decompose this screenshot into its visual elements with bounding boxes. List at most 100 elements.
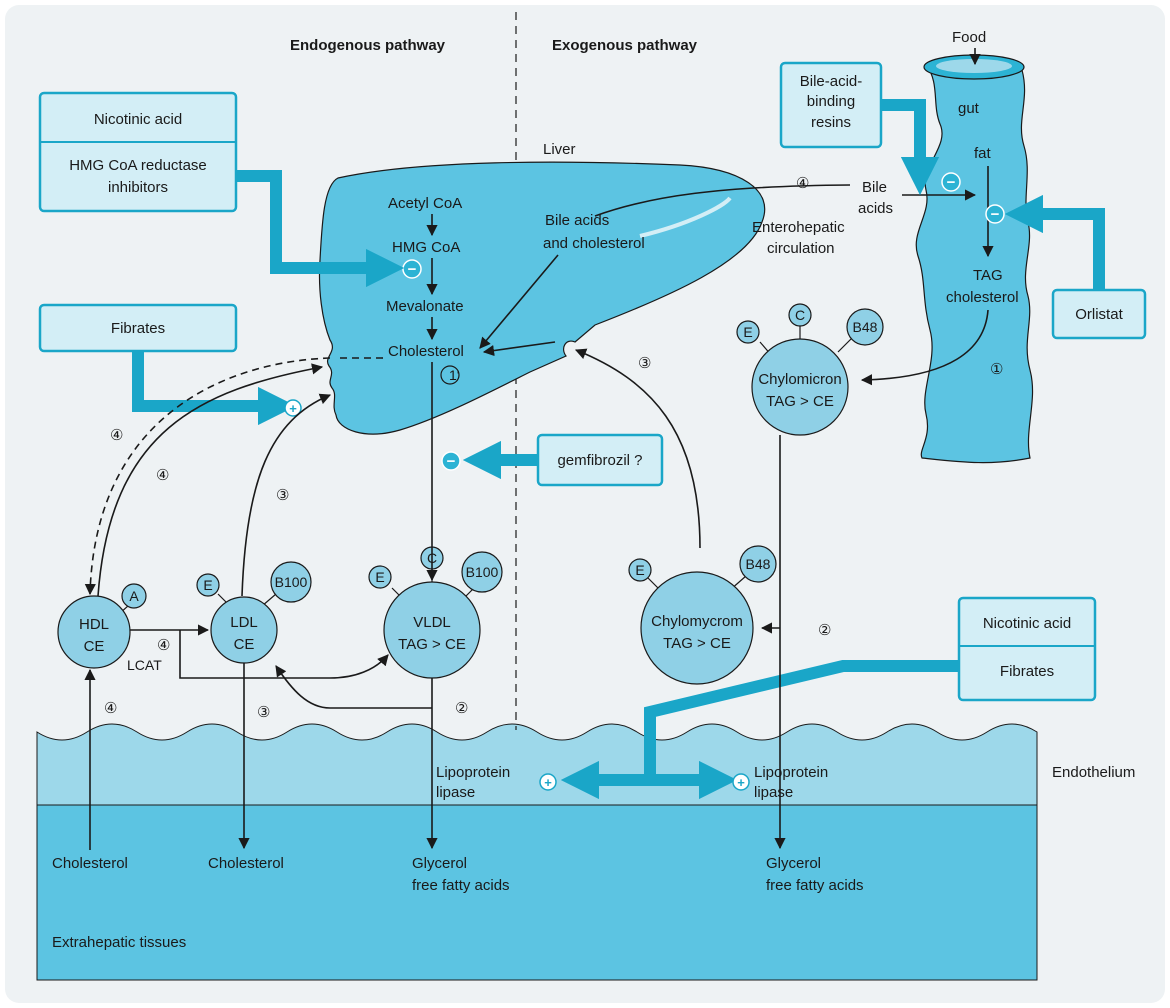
endothelium-layer <box>36 723 1038 806</box>
fibrates-stimulation-arrow <box>132 351 297 426</box>
gemfibrozil-minus-glyph: − <box>447 453 456 470</box>
vldl-apo-e <box>368 565 392 589</box>
hmg-coa-label: HMG CoA <box>392 239 460 256</box>
hdl-to-liver-arrow <box>97 363 324 597</box>
chylomicron-apo-c <box>788 303 812 327</box>
fibrates-plus-glyph: + <box>289 401 297 416</box>
bile-acids-liver-label-2: and cholesterol <box>543 235 645 252</box>
ldl-ce-label: CE <box>234 636 255 653</box>
lipase-stimulation-line <box>644 660 959 780</box>
exogenous-heading: Exogenous pathway <box>552 37 698 54</box>
vldl-tag-label: TAG > CE <box>398 636 466 653</box>
step-1-gut: ① <box>990 361 1003 378</box>
step-3-remnant: ③ <box>638 355 651 372</box>
ldl-apo-e <box>196 573 220 597</box>
nicotinic-hmg-drug-box <box>38 91 238 213</box>
ldl-to-liver-arrow <box>241 393 332 597</box>
gut-tag-label: TAG <box>973 267 1003 284</box>
nicotinic-acid-label-top: Nicotinic acid <box>94 111 182 128</box>
step-2-chylomicron: ② <box>818 622 831 639</box>
step-4-lcat: ④ <box>157 637 170 654</box>
cholesterol-ldl-target-label: Cholesterol <box>208 855 284 872</box>
step-4-hdl-liver: ④ <box>156 467 169 484</box>
hdl-label: HDL <box>79 616 109 633</box>
lipoprotein-lipase-right-1: Lipoprotein <box>754 764 828 781</box>
remnant-to-liver-arrow <box>574 348 701 549</box>
hdl-apo-a <box>121 583 147 609</box>
lipoprotein-lipase-left-2: lipase <box>436 784 475 801</box>
bile-resins-inhibition-arrow <box>881 99 940 196</box>
lipase-left-plus-sign <box>539 773 557 791</box>
chylomicron-apo-b48 <box>846 308 884 346</box>
hmg-minus-glyph: − <box>408 261 417 278</box>
lipase-left-plus-glyph: + <box>544 775 552 790</box>
vldl-to-ldl-arrow <box>275 665 432 709</box>
nicotinic-hmg-inhibition-arrow <box>236 170 405 288</box>
lcat-transfer-arrow <box>179 630 389 679</box>
bile-acids-to-cholesterol-arrow <box>479 254 559 349</box>
step-4-dashed: ④ <box>110 427 123 444</box>
bile-resins-minus-glyph: − <box>947 174 956 191</box>
gemfibrozil-minus-sign <box>441 451 461 471</box>
nicotinic-fibrates-drug-box <box>957 596 1097 702</box>
glycerol-left-label-2: free fatty acids <box>412 877 510 894</box>
liver-label: Liver <box>543 141 576 158</box>
bile-label: Bile <box>862 179 887 196</box>
step-4-enterohepatic: ④ <box>796 175 809 192</box>
enterohepatic-label: Enterohepatic <box>752 219 845 236</box>
liver-to-hdl-dashed-arrow <box>84 357 331 596</box>
step-3-ldl-tissue: ③ <box>257 704 270 721</box>
lipoprotein-lipase-right-2: lipase <box>754 784 793 801</box>
glycerol-right-label-2: free fatty acids <box>766 877 864 894</box>
fibrates-left-label: Fibrates <box>111 320 165 337</box>
orlistat-inhibition-arrow <box>1004 194 1105 290</box>
extrahepatic-tissues-label: Extrahepatic tissues <box>52 934 186 951</box>
chylomicron-apo-c-label: C <box>795 307 805 323</box>
chylomicron-apo-e-label: E <box>743 324 752 340</box>
liver-highlight <box>639 196 732 238</box>
fibrates-plus-sign <box>284 399 302 417</box>
chylomicron-particle <box>751 338 849 436</box>
lipoprotein-lipase-left-1: Lipoprotein <box>436 764 510 781</box>
acetyl-coa-label: Acetyl CoA <box>388 195 462 212</box>
bile-acids-liver-label: Bile acids <box>545 212 609 229</box>
glycerol-right-label-1: Glycerol <box>766 855 821 872</box>
vldl-apo-b100-label: B100 <box>466 564 499 580</box>
endogenous-heading: Endogenous pathway <box>290 37 446 54</box>
recycled-bile-to-cholesterol-arrow <box>482 341 556 357</box>
cholesterol-hdl-source-label: Cholesterol <box>52 855 128 872</box>
orlistat-minus-glyph: − <box>991 206 1000 223</box>
bile-resins-label-2: binding <box>807 93 855 110</box>
step-4-tissue-hdl: ④ <box>104 700 117 717</box>
step-2-vldl: ② <box>455 700 468 717</box>
endothelium-label: Endothelium <box>1052 764 1135 781</box>
vldl-apo-b100 <box>461 551 503 593</box>
bile-resins-label-3: resins <box>811 114 851 131</box>
mevalonate-label: Mevalonate <box>386 298 464 315</box>
gemfibrozil-label: gemfibrozil ? <box>557 452 642 469</box>
chylomycrom-label: Chylomycrom <box>651 613 743 630</box>
hdl-apo-a-label: A <box>129 588 139 604</box>
ldl-apo-b100 <box>270 561 312 603</box>
orlistat-label: Orlistat <box>1075 306 1123 323</box>
circulation-label: circulation <box>767 240 835 257</box>
lipase-right-plus-sign <box>732 773 750 791</box>
lcat-label: LCAT <box>127 657 162 673</box>
liver-cholesterol-label: Cholesterol <box>388 343 464 360</box>
acids-label: acids <box>858 200 893 217</box>
chylomicron-apo-e <box>736 320 760 344</box>
gut-opening-inner <box>936 59 1012 73</box>
hmg-inhibitors-label-2: inhibitors <box>108 179 168 196</box>
orlistat-minus-sign <box>985 204 1005 224</box>
ldl-label: LDL <box>230 614 258 631</box>
chylomycrom-particle <box>640 571 754 685</box>
chylomycrom-tag-label: TAG > CE <box>663 635 731 652</box>
chylomycrom-apo-b48 <box>739 545 777 583</box>
chylomicron-tag-label: TAG > CE <box>766 393 834 410</box>
extrahepatic-tissue-layer <box>36 804 1038 981</box>
lipase-right-plus-glyph: + <box>737 775 745 790</box>
bile-resins-minus-sign <box>941 172 961 192</box>
fibrates-right-label: Fibrates <box>1000 663 1054 680</box>
glycerol-left-label-1: Glycerol <box>412 855 467 872</box>
